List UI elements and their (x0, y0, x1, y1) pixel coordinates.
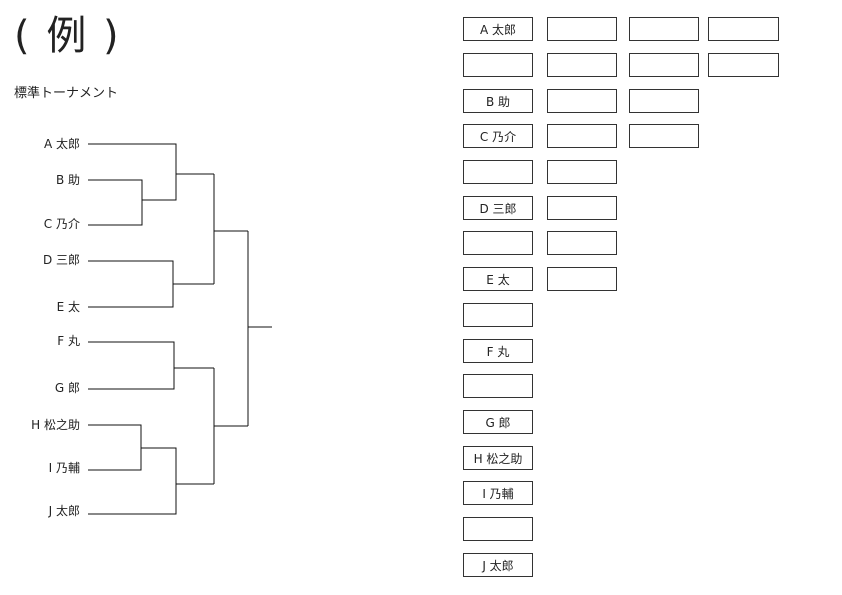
grid-cell: B 助 (463, 89, 533, 113)
grid-cell (463, 53, 533, 77)
bracket-line (88, 341, 175, 390)
page-title: ( 例 ) (14, 13, 121, 59)
grid-cell (547, 196, 617, 220)
bracket-line (88, 260, 174, 308)
player-name: D 三郎 (42, 253, 80, 267)
grid-cell (629, 53, 699, 77)
bracket-type-label: 標準トーナメント (14, 86, 119, 101)
player-name: A 太郎 (43, 137, 80, 151)
grid-cell: E 太 (463, 267, 533, 291)
player-name: J 太郎 (48, 504, 80, 518)
grid-cell (629, 124, 699, 148)
player-name: G 郎 (54, 381, 80, 395)
grid-cell: C 乃介 (463, 124, 533, 148)
bracket-line (88, 143, 177, 201)
grid-cell (547, 231, 617, 255)
grid-cell: J 太郎 (463, 553, 533, 577)
player-name: F 丸 (57, 334, 80, 348)
grid-cell (547, 267, 617, 291)
grid-cell (547, 53, 617, 77)
grid-cell (629, 89, 699, 113)
grid-cell: H 松之助 (463, 446, 533, 470)
bracket-line (88, 447, 177, 515)
bracket-line (88, 179, 143, 226)
grid-cell: F 丸 (463, 339, 533, 363)
player-name: H 松之助 (31, 418, 80, 432)
grid-cell (547, 89, 617, 113)
grid-cell (463, 374, 533, 398)
grid-cell: I 乃輔 (463, 481, 533, 505)
grid-cell (708, 53, 779, 77)
player-name: E 太 (56, 300, 80, 314)
grid-cell (463, 517, 533, 541)
grid-cell (463, 231, 533, 255)
grid-cell (463, 303, 533, 327)
bracket-line (88, 424, 142, 471)
grid-cell: A 太郎 (463, 17, 533, 41)
grid-cell (708, 17, 779, 41)
grid-cell (547, 160, 617, 184)
grid-cell (547, 17, 617, 41)
player-name: C 乃介 (43, 217, 80, 231)
grid-cell (547, 124, 617, 148)
player-name: B 助 (55, 173, 80, 187)
player-name: I 乃輔 (48, 461, 80, 475)
grid-cell: D 三郎 (463, 196, 533, 220)
grid-cell: G 郎 (463, 410, 533, 434)
grid-cell (629, 17, 699, 41)
grid-cell (463, 160, 533, 184)
